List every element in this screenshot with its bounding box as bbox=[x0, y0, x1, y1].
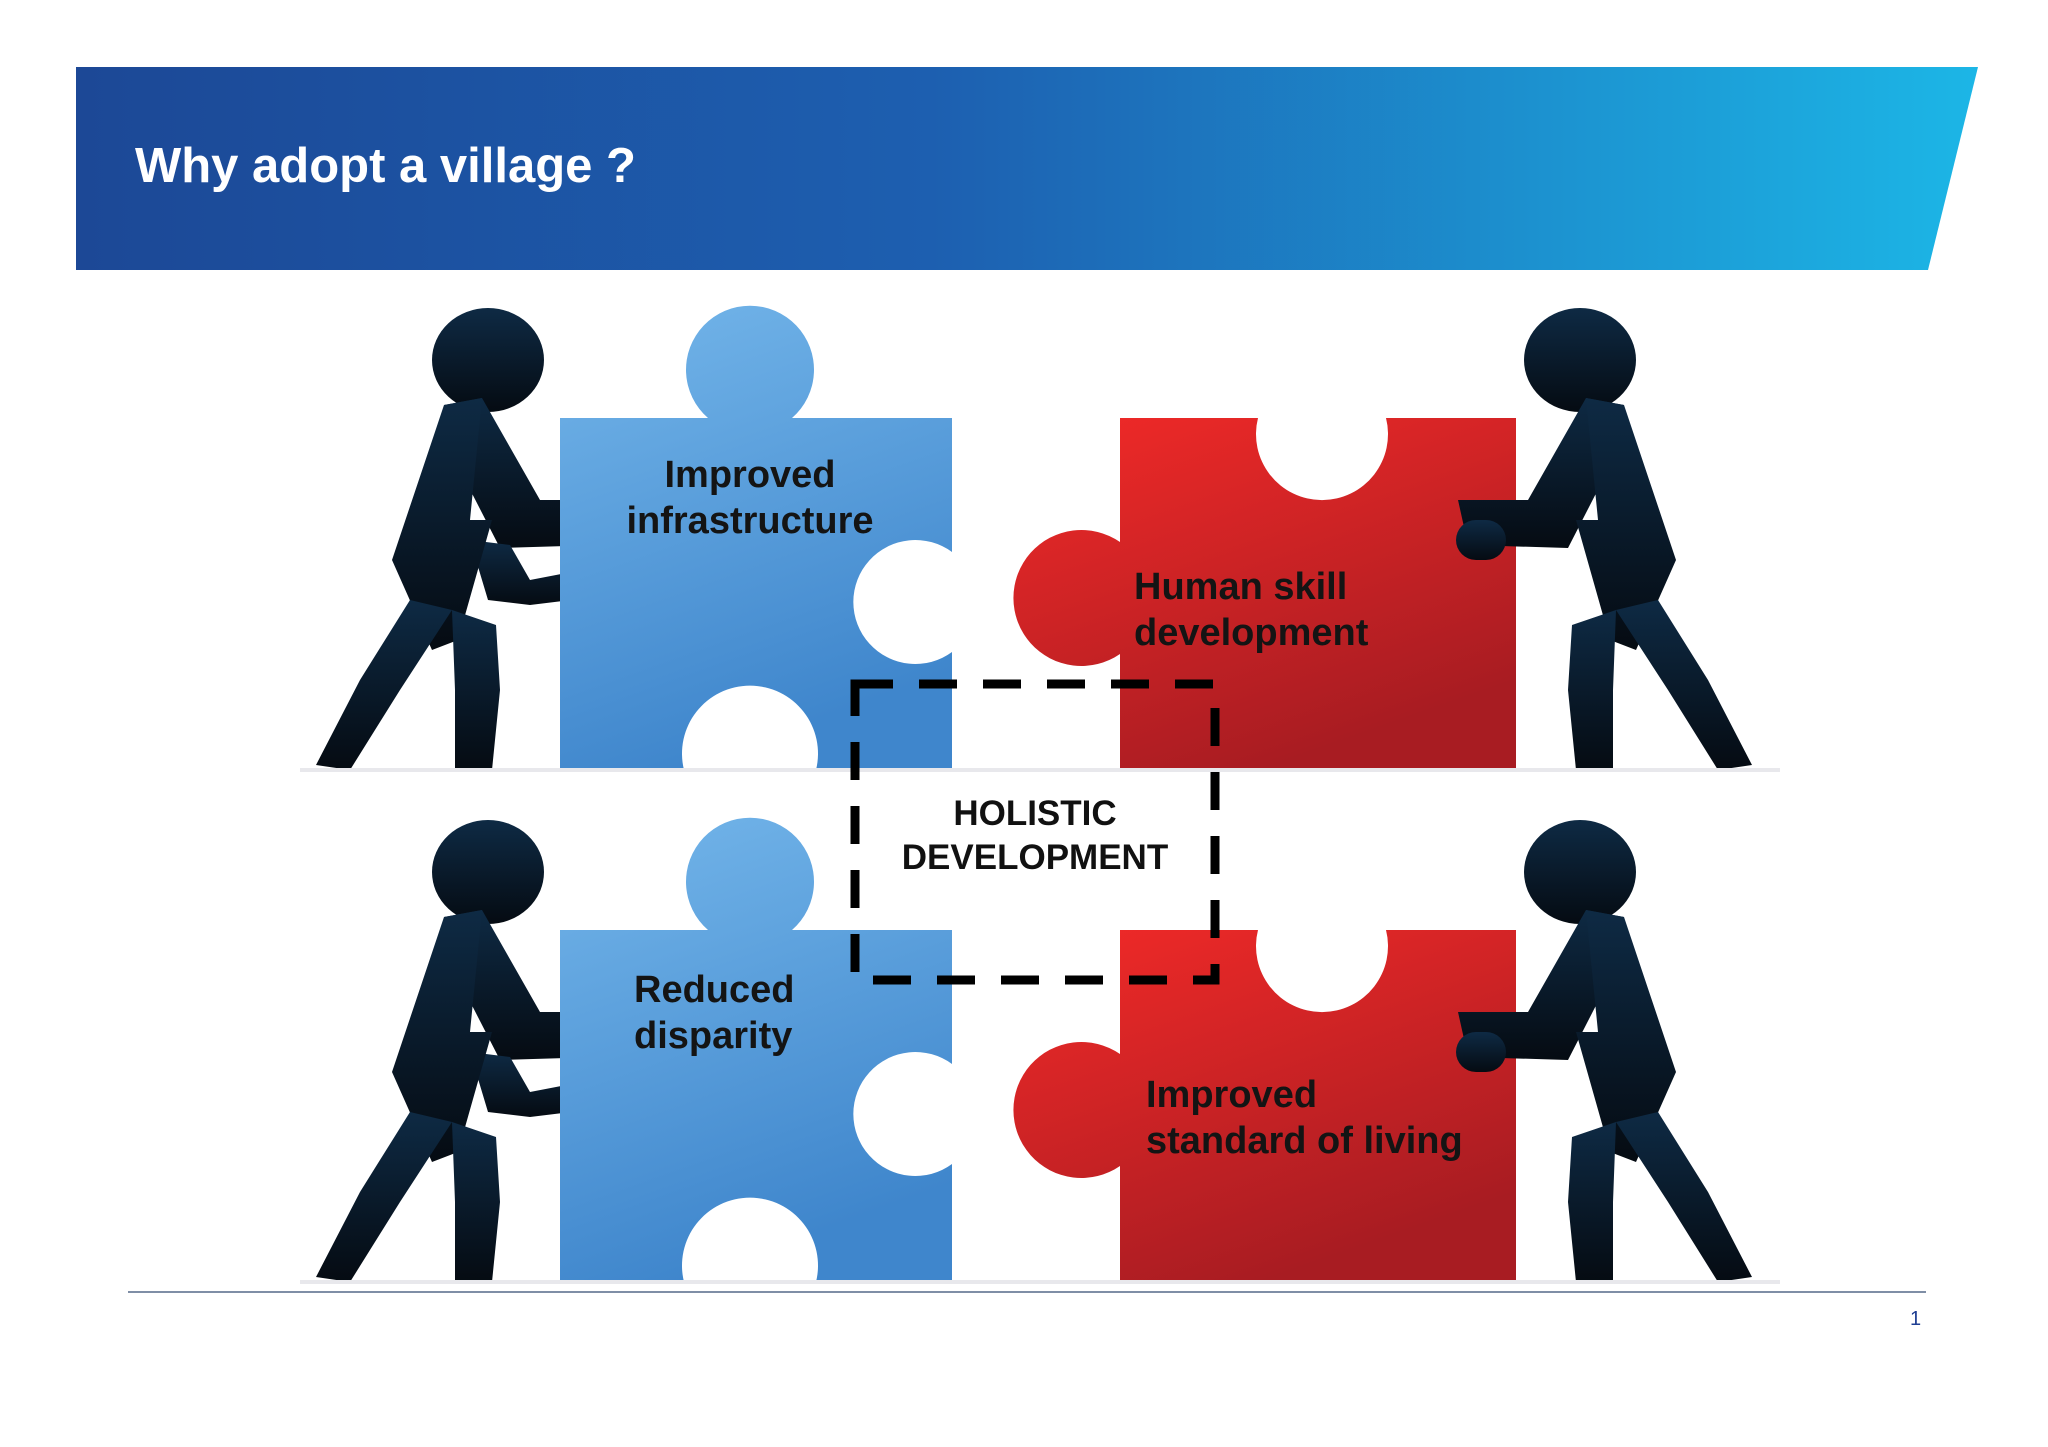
center-dashed-box bbox=[850, 679, 1220, 985]
header-banner bbox=[76, 67, 1978, 270]
floor-line bbox=[300, 1280, 1780, 1284]
bottom-row bbox=[316, 817, 1752, 1282]
top-row bbox=[316, 305, 1752, 770]
page-number: 1 bbox=[1910, 1308, 1922, 1330]
floor-line bbox=[300, 768, 1780, 772]
slide-title: Why adopt a village ? bbox=[135, 139, 636, 193]
slide-header: Why adopt a village ? bbox=[0, 0, 2048, 300]
footer-divider bbox=[128, 1291, 1926, 1293]
